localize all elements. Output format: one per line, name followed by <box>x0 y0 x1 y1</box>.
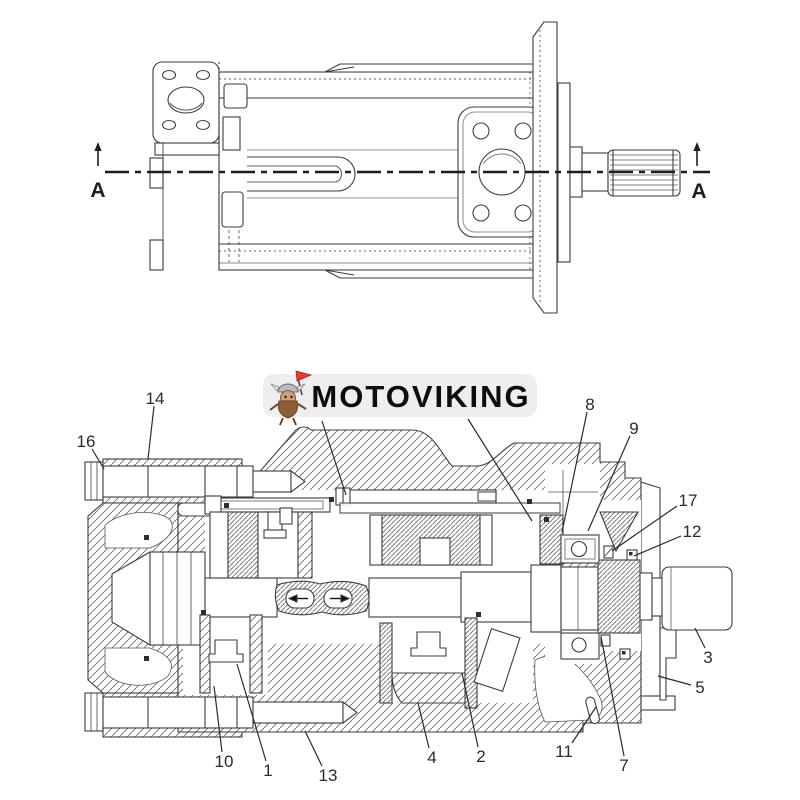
leader-hidden-left <box>321 420 347 496</box>
callout-label: 5 <box>695 678 704 697</box>
section-letter-left: A <box>90 179 105 202</box>
housing-bolt-bottom <box>84 692 358 732</box>
callouts: 16 14 8 9 17 12 3 5 <box>77 389 713 785</box>
section-arrow-icon <box>94 142 102 151</box>
seal-carrier <box>539 514 564 565</box>
retainer-wedge <box>599 511 639 553</box>
section-arrow-icon <box>693 142 701 151</box>
shaft-end <box>661 566 733 631</box>
callout-17: 17 <box>611 491 698 552</box>
callout-label: 8 <box>585 395 594 414</box>
callout-9: 9 <box>587 419 639 532</box>
cartridge-right <box>335 487 561 566</box>
callout-label: 17 <box>679 491 698 510</box>
section-label-right: A <box>691 142 707 203</box>
callout-label: 11 <box>555 742 573 761</box>
callout-label: 16 <box>77 432 96 451</box>
flange-bolt-hole <box>161 69 177 81</box>
callout-12: 12 <box>633 522 702 557</box>
callout-label: 7 <box>619 756 628 775</box>
leader-hidden-right <box>467 418 533 522</box>
pressure-plate-wedge <box>391 672 468 704</box>
callout-label: 12 <box>683 522 702 541</box>
inlet-port <box>167 86 205 114</box>
top-cover-strip <box>324 63 546 73</box>
section-label-left: A <box>90 142 106 202</box>
cartridge-left <box>177 495 331 579</box>
callout-8: 8 <box>561 395 595 533</box>
callout-label: 4 <box>427 748 436 767</box>
flange-bolt-hole <box>195 69 211 81</box>
rear-cover-steps <box>659 627 677 701</box>
callout-10: 10 <box>213 685 234 771</box>
seal-squares <box>144 497 549 661</box>
watermark: MOTOVIKING <box>263 370 537 426</box>
callout-label: 1 <box>263 761 272 780</box>
section-letter-right: A <box>691 180 706 203</box>
cartridge-left-bottom <box>199 614 263 694</box>
top-view-drawing <box>105 21 710 314</box>
callout-11: 11 <box>555 706 597 761</box>
flange-bolt-hole <box>514 122 532 140</box>
callout-1: 1 <box>236 663 273 780</box>
callout-label: 14 <box>146 389 165 408</box>
flange-bolt-hole <box>472 122 490 140</box>
callout-14: 14 <box>146 389 165 460</box>
mounting-flange-plate <box>532 21 558 314</box>
flange-bolt-hole <box>195 119 211 131</box>
callout-13: 13 <box>304 730 338 785</box>
housing-bolt-top <box>84 461 306 501</box>
drive-pin <box>585 696 600 725</box>
cartridge-right-bottom <box>379 617 521 709</box>
watermark-pill <box>263 374 537 417</box>
callout-label: 2 <box>476 747 485 766</box>
rotor-left <box>227 511 259 579</box>
spline-coupling <box>274 580 370 616</box>
callout-3: 3 <box>694 627 713 667</box>
callout-5: 5 <box>657 675 705 697</box>
callout-label: 9 <box>629 419 638 438</box>
arrow-right-icon <box>340 594 351 603</box>
flange-bolt-hole <box>514 204 532 222</box>
cross-section-drawing <box>84 426 733 738</box>
callout-2: 2 <box>461 672 486 766</box>
bottom-cover-strip <box>324 269 546 279</box>
port-plate <box>464 617 478 709</box>
viking-mascot-icon <box>269 370 313 426</box>
drive-shaft <box>111 551 733 646</box>
callout-label: 3 <box>703 648 712 667</box>
shaft-spline-section <box>597 559 641 634</box>
callout-16: 16 <box>77 432 105 470</box>
callout-label: 13 <box>319 766 338 785</box>
callout-4: 4 <box>417 702 437 767</box>
callout-7: 7 <box>600 636 629 775</box>
arrow-left-icon <box>287 594 298 603</box>
flange-bolt-hole <box>161 119 177 131</box>
shaft-bearing-bottom <box>560 632 631 660</box>
pilot-slot <box>247 156 356 192</box>
flange-bolt-hole <box>472 204 490 222</box>
shaft-bearing-top <box>560 534 638 564</box>
callout-label: 10 <box>215 752 234 771</box>
brand-name: MOTOVIKING <box>311 379 530 414</box>
